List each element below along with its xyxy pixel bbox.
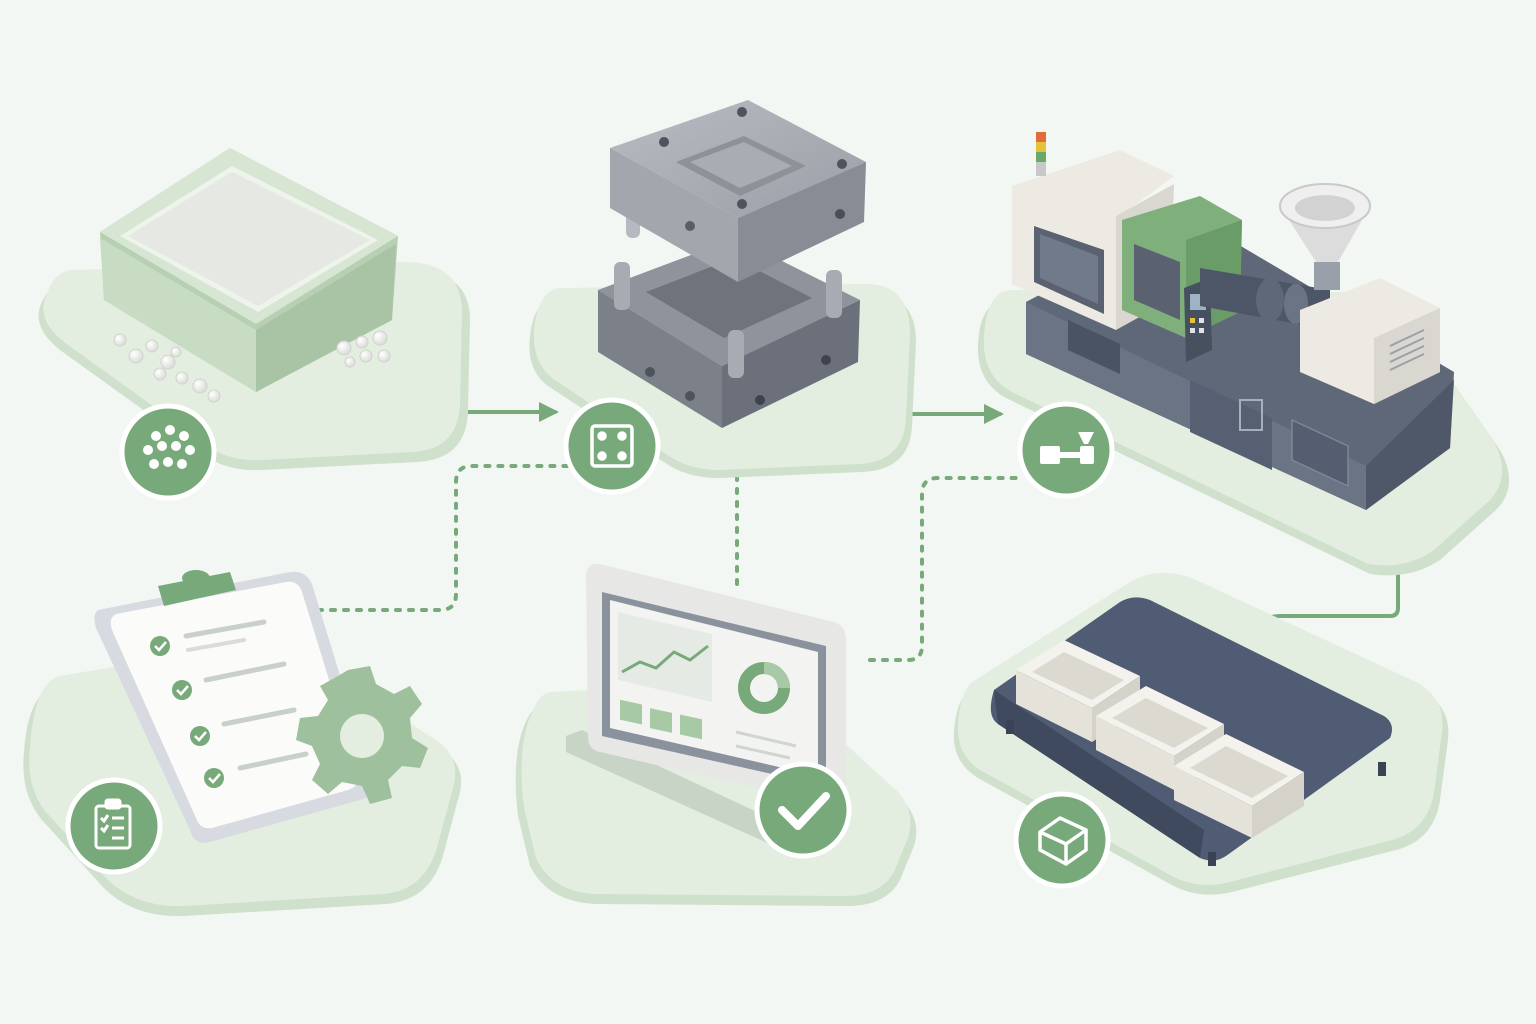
- pellets: [128, 172, 370, 306]
- dashboard-badge: [754, 761, 852, 859]
- trend-line: [621, 644, 709, 674]
- part-box-icon: [1038, 816, 1088, 866]
- molded-part: [1174, 734, 1304, 838]
- planning-badge: [65, 777, 163, 875]
- pellet-bin: [100, 148, 398, 392]
- loose-pellets: [113, 330, 391, 403]
- node-resin-pellets: [38, 148, 471, 501]
- checklist-items: [150, 619, 309, 788]
- injection-machine-icon: [1040, 432, 1094, 464]
- dashboard-stand: [566, 730, 774, 846]
- gear-icon: [296, 666, 428, 804]
- node-monitoring-dashboard: [515, 563, 917, 906]
- connector-planning-to-mold: [316, 464, 577, 612]
- checklist-icon: [94, 798, 132, 850]
- mold-icon: [590, 424, 634, 468]
- check-icon: [778, 792, 830, 830]
- machine-badge: [1017, 401, 1115, 499]
- node-mold-tool: [529, 100, 916, 495]
- node-process-planning: [23, 570, 462, 917]
- parts-badge: [1013, 791, 1111, 889]
- node-injection-machine: [977, 132, 1510, 576]
- connector-dashboard-to-machine: [868, 476, 1022, 662]
- injection-unit-housing: [1300, 278, 1440, 404]
- hopper: [1279, 183, 1371, 290]
- pellets-icon: [143, 425, 195, 469]
- node-molded-parts: [953, 572, 1449, 895]
- dashboard-monitor: [586, 563, 846, 807]
- pellets-badge: [119, 403, 217, 501]
- mold-badge: [563, 397, 661, 495]
- mold-top-half: [610, 100, 866, 282]
- mold-bottom-half: [598, 238, 860, 428]
